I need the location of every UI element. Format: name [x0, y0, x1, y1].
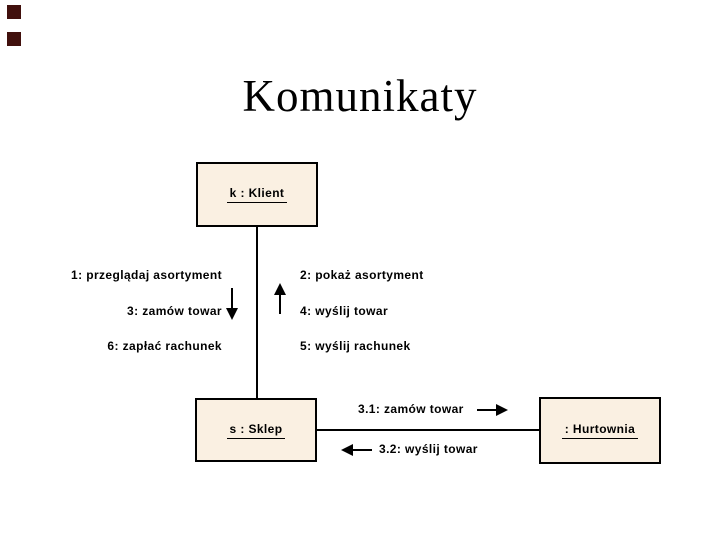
arrow-up-icon	[274, 283, 286, 314]
message-label-4: 4: wyślij towar	[300, 304, 389, 318]
message-label-3-2: 3.2: wyślij towar	[379, 442, 478, 456]
arrow-left-icon	[341, 444, 372, 456]
object-box-klient: k : Klient	[196, 162, 318, 227]
object-box-hurtownia: : Hurtownia	[539, 397, 661, 464]
link-sklep-hurtownia	[317, 429, 539, 431]
message-label-3: 3: zamów towar	[127, 304, 222, 318]
arrow-shaft	[231, 288, 233, 309]
arrow-shaft	[477, 409, 497, 411]
message-label-1: 1: przeglądaj asortyment	[71, 268, 222, 282]
link-klient-sklep	[256, 227, 258, 398]
object-label-sklep: s : Sklep	[226, 422, 286, 439]
slide-decor-square-top	[7, 5, 21, 19]
arrow-head	[496, 404, 508, 416]
arrow-shaft	[352, 449, 372, 451]
object-label-klient: k : Klient	[226, 186, 288, 203]
arrow-down-icon	[226, 288, 238, 320]
message-label-5: 5: wyślij rachunek	[300, 339, 411, 353]
object-box-sklep: s : Sklep	[195, 398, 317, 462]
slide-decor-square-bottom	[7, 32, 21, 46]
message-label-2: 2: pokaż asortyment	[300, 268, 424, 282]
slide-title: Komunikaty	[242, 71, 478, 121]
object-label-hurtownia: : Hurtownia	[561, 422, 639, 439]
arrow-head	[341, 444, 353, 456]
arrow-right-icon	[477, 404, 508, 416]
message-label-3-1: 3.1: zamów towar	[358, 402, 464, 416]
arrow-head	[274, 283, 286, 295]
arrow-head	[226, 308, 238, 320]
arrow-shaft	[279, 294, 281, 314]
message-label-6: 6: zapłać rachunek	[107, 339, 222, 353]
